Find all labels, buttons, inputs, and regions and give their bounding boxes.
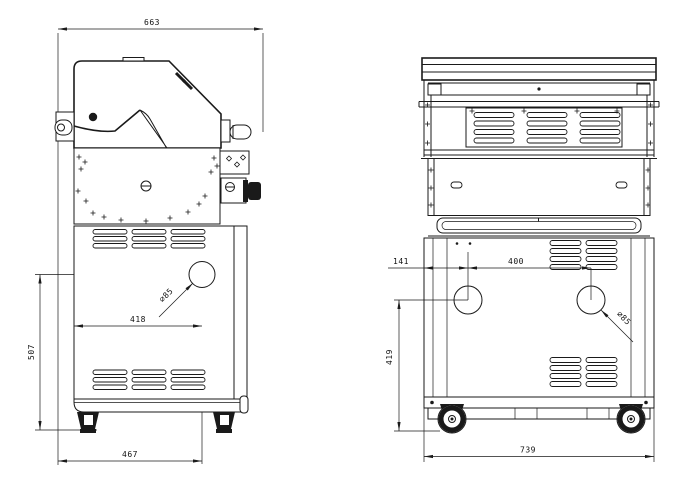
dim-side-hole-height-value: 507 (27, 344, 36, 360)
front-base (423, 396, 655, 434)
front-hood (418, 57, 660, 159)
side-control-knob (248, 182, 261, 200)
front-middle-section (427, 158, 651, 237)
dim-side-overall-depth-value: 663 (144, 18, 160, 27)
dim-side-base-depth-value: 467 (122, 450, 138, 459)
side-base-tab (239, 395, 249, 414)
side-caster-front (77, 412, 99, 433)
front-cabinet (423, 237, 655, 398)
dim-side-hole-offset-value: 418 (130, 315, 146, 324)
front-hood-vents (473, 112, 621, 144)
side-hood-lip (73, 109, 141, 133)
dim-front-hole-height: 419 (385, 300, 401, 431)
dim-front-hole-spacing: 400 (468, 257, 591, 270)
front-cabinet-dot (455, 242, 459, 245)
dim-front-overall-width: 739 (424, 446, 654, 459)
front-lower-vents (549, 357, 618, 387)
dim-front-hole-height-value: 419 (385, 349, 394, 365)
dim-front-edge-to-hole-value: 141 (393, 257, 409, 266)
side-right-handle (220, 119, 252, 143)
side-left-bracket (54, 111, 75, 142)
dim-side-hole-height: 507 (27, 274, 42, 430)
front-base-rail (427, 407, 651, 420)
side-hood-knob-dot (88, 112, 98, 122)
side-hole (188, 261, 216, 288)
dim-front-overall-width-value: 739 (520, 446, 536, 455)
front-hinge-pin (537, 87, 541, 91)
dim-side-overall-depth: 663 (58, 18, 263, 31)
front-handle-slot-left (450, 181, 463, 189)
dim-front-hole-spacing-value: 400 (508, 257, 524, 266)
side-hood-slant-vent (181, 78, 194, 91)
side-panel-screw-marks (75, 154, 220, 224)
side-cabinet (73, 225, 248, 413)
side-valve-screw (225, 182, 235, 192)
side-top-vents (92, 229, 206, 249)
side-right-bracket (219, 150, 250, 175)
front-caster-right (616, 404, 646, 434)
front-view: 141 400 419 739 ⌀85 (385, 57, 660, 462)
front-caster-left (437, 404, 467, 434)
side-caster-rear (213, 412, 235, 433)
side-cabinet-door-edge (233, 225, 248, 413)
front-hinge-right (636, 83, 651, 96)
side-bracket-marks (225, 154, 247, 168)
side-bottom-vents (92, 369, 206, 390)
front-hood-strip (418, 101, 660, 108)
dim-front-edge-to-hole: 141 (388, 257, 468, 270)
side-knob-stem (243, 180, 248, 202)
dim-side-hole-offset: 418 (74, 315, 202, 328)
side-hood-top-notch (122, 57, 145, 62)
front-extension-lines (394, 252, 655, 462)
front-handle-slot-right (615, 181, 628, 189)
dim-side-base-depth: 467 (58, 450, 202, 463)
side-firebox (73, 147, 261, 225)
front-hinge-left (427, 83, 442, 96)
front-upper-vents (549, 240, 618, 270)
side-screw (140, 180, 152, 192)
front-cabinet-dot (468, 242, 472, 245)
side-view: 663 507 418 467 ⌀85 (27, 18, 264, 465)
side-base (73, 395, 249, 433)
side-hood (54, 57, 252, 149)
